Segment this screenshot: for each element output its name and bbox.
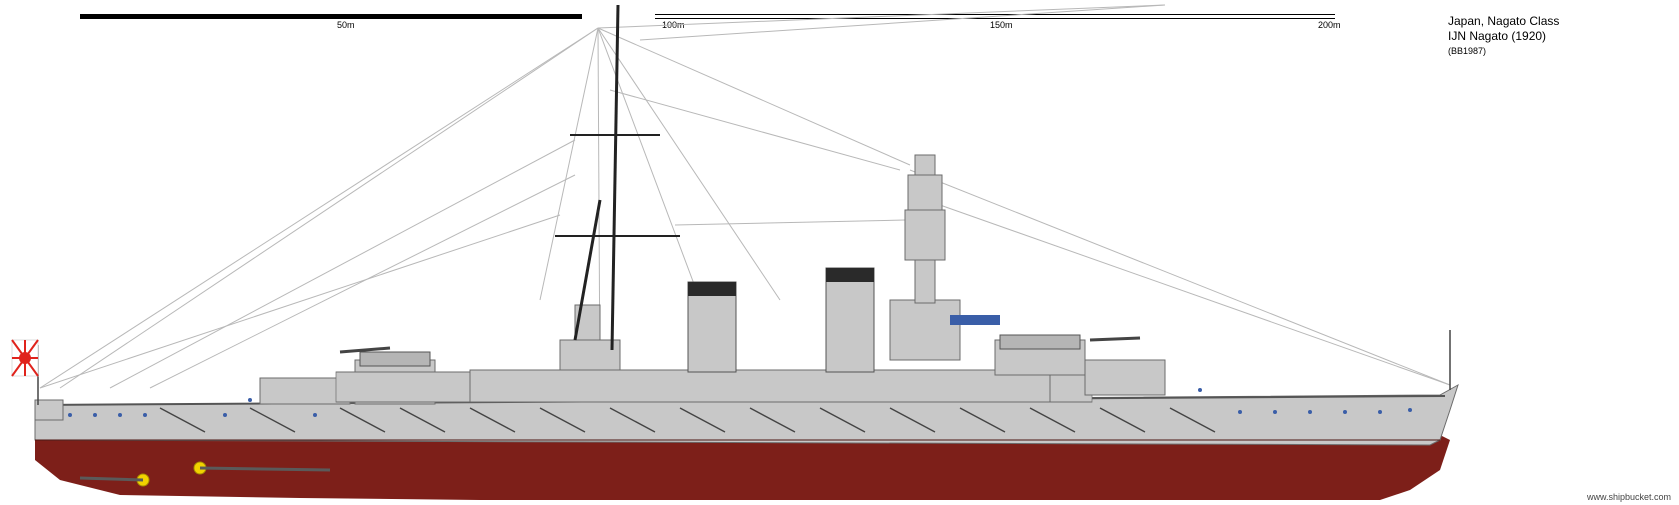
funnel-aft xyxy=(825,267,875,373)
rangefinder-band xyxy=(950,315,1000,325)
funnel-fore xyxy=(687,281,737,373)
caption-country-class: Japan, Nagato Class xyxy=(1448,14,1560,28)
hull-upper-gray xyxy=(34,383,1459,446)
scale-label-200m: 200m xyxy=(1318,20,1341,30)
caption-code: (BB1987) xyxy=(1448,46,1487,56)
caption-ship-name: IJN Nagato (1920) xyxy=(1448,29,1547,43)
ship-caption: Japan, Nagato Class IJN Nagato (1920) (B… xyxy=(1448,14,1559,58)
funnels xyxy=(687,267,875,373)
gun-turrets xyxy=(339,334,1141,367)
rigging-lines xyxy=(39,4,1451,391)
mainmast xyxy=(555,4,680,351)
scale-segment-0-50 xyxy=(80,14,582,19)
scale-label-150m: 150m xyxy=(990,20,1013,30)
shafts xyxy=(79,466,331,482)
scale-label-50m: 50m xyxy=(337,20,355,30)
rising-sun-ensign-icon xyxy=(11,339,39,377)
superstructure xyxy=(34,154,1166,421)
side-diagonal-lines xyxy=(159,407,1216,433)
credit-text: www.shipbucket.com xyxy=(1586,492,1671,502)
hull-lower-red xyxy=(35,430,1450,500)
